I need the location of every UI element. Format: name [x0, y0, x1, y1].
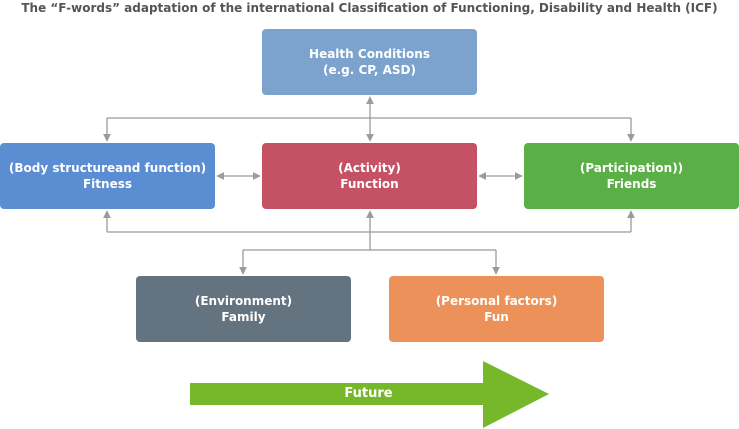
friends-category: (Participation)) — [579, 161, 684, 175]
health-conditions-examples: (e.g. CP, ASD) — [322, 63, 417, 77]
family-label: Family — [221, 310, 266, 324]
future-arrow-label: Future — [344, 386, 393, 401]
health-conditions-box: Health Conditions (e.g. CP, ASD) — [262, 29, 477, 95]
fun-label: Fun — [484, 310, 509, 324]
fitness-label: Fitness — [82, 177, 132, 191]
friends-label: Friends — [606, 177, 657, 191]
health-conditions-label: Health Conditions — [309, 47, 430, 61]
fitness-box: (Body structureand function) Fitness — [0, 143, 215, 209]
fun-category: (Personal factors) — [435, 294, 558, 308]
fitness-category: (Body structureand function) — [8, 161, 207, 175]
diagram-title: The “F-words” adaptation of the internat… — [21, 1, 718, 15]
function-box: (Activity) Function — [262, 143, 477, 209]
function-category: (Activity) — [338, 161, 401, 175]
friends-box: (Participation)) Friends — [524, 143, 739, 209]
family-box: (Environment) Family — [136, 276, 351, 342]
family-category: (Environment) — [194, 294, 293, 308]
future-arrow-shape — [190, 361, 549, 428]
function-label: Function — [340, 177, 399, 191]
fun-box: (Personal factors) Fun — [389, 276, 604, 342]
